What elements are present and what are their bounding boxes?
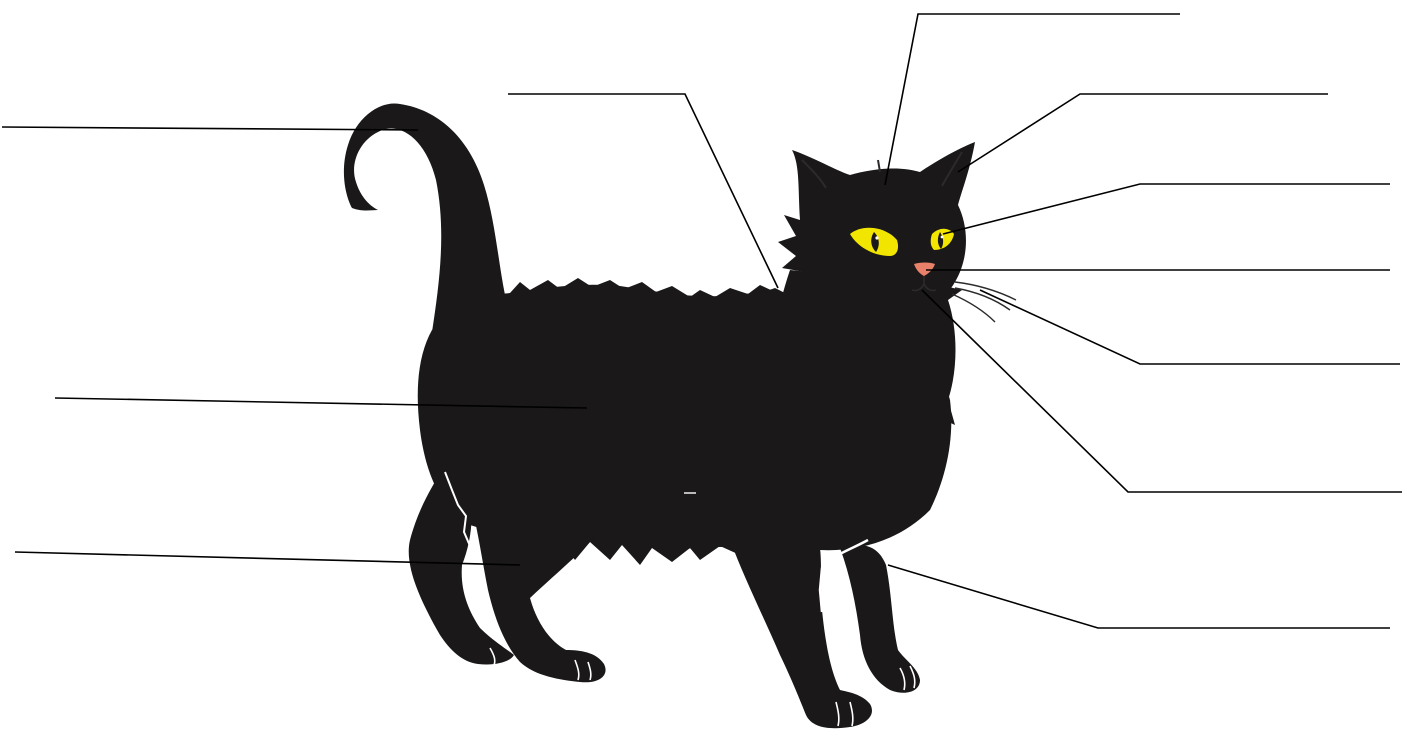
leader-line-whiskers xyxy=(980,290,1400,364)
cat-illustration xyxy=(344,103,1016,728)
leader-line-ear xyxy=(958,94,1328,172)
cat-front-leg-far xyxy=(840,545,920,693)
leader-line-eye xyxy=(943,184,1390,234)
leader-line-front-leg xyxy=(888,565,1390,628)
leader-line-neck-fur xyxy=(508,94,778,288)
leader-line-head xyxy=(885,14,1180,185)
